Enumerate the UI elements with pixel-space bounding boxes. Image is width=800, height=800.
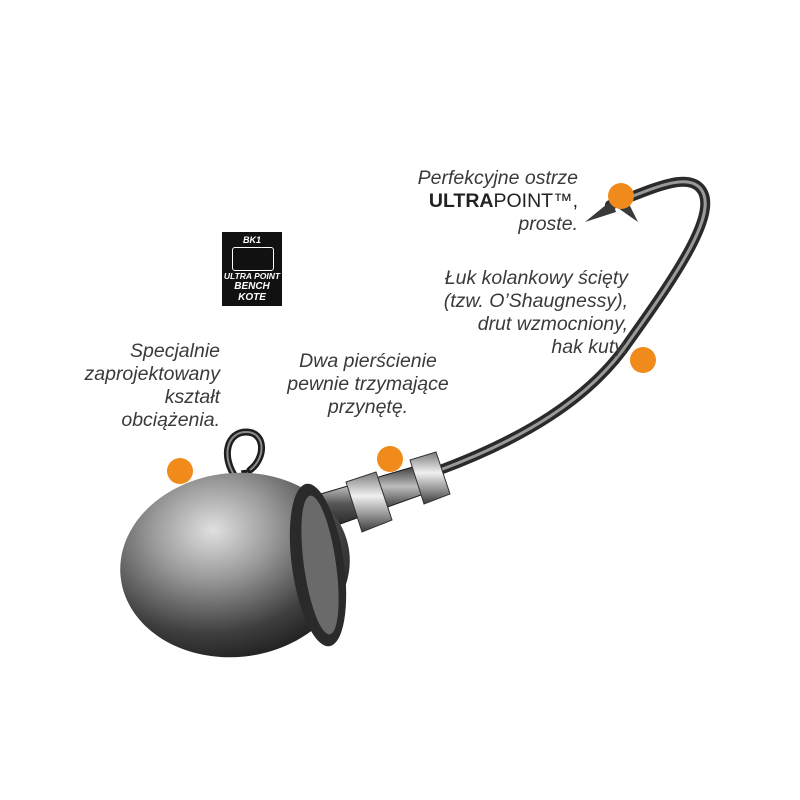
marker-bend [630,347,656,373]
logo-kote: KOTE [238,292,266,303]
marker-point [608,183,634,209]
callout-head-line2: zaprojektowany [84,363,221,385]
jig-head [120,472,350,658]
marker-head [167,458,193,484]
callout-rings-line3: przynętę. [327,396,409,418]
bench-kote-logo: BK1 ULTRA POINT BENCH KOTE [222,232,282,306]
callout-point-line1: Perfekcyjne ostrze [417,167,578,189]
callout-point: Perfekcyjne ostrze ULTRAPOINT™, proste. [400,167,578,236]
callout-head: Specjalnie zaprojektowany kształt obciąż… [70,340,221,432]
logo-ultra-point: ULTRA POINT [223,271,281,281]
callout-bend: Łuk kolankowy ścięty (tzw. O’Shaugnessy)… [420,267,628,359]
bait-keeper-rings [345,451,451,533]
callout-rings-line2: pewnie trzymające [287,373,449,395]
marker-rings [377,446,403,472]
callout-bend-line3: drut wzmocniony, [477,313,628,335]
callout-rings: Dwa pierścienie pewnie trzymające przynę… [278,350,458,419]
callout-head-line4: obciążenia. [121,409,220,431]
callout-point-line3: proste. [518,213,578,235]
callout-bend-line1: Łuk kolankowy ścięty [444,267,628,289]
hook-icon [232,247,274,271]
callout-rings-line1: Dwa pierścienie [299,350,437,372]
callout-bend-line4: hak kuty. [551,336,628,358]
logo-code: BK1 [242,235,261,245]
hook-wire [435,176,711,475]
brand-thin: POINT™, [493,190,578,212]
hook-point [585,200,616,222]
callout-head-line1: Specjalnie [130,340,220,362]
callout-bend-line2: (tzw. O’Shaugnessy), [443,290,628,312]
callout-point-brand: ULTRAPOINT™, [400,190,578,213]
logo-bench: BENCH [234,281,270,292]
brand-bold: ULTRA [428,190,494,212]
callout-head-line3: kształt [164,386,220,408]
